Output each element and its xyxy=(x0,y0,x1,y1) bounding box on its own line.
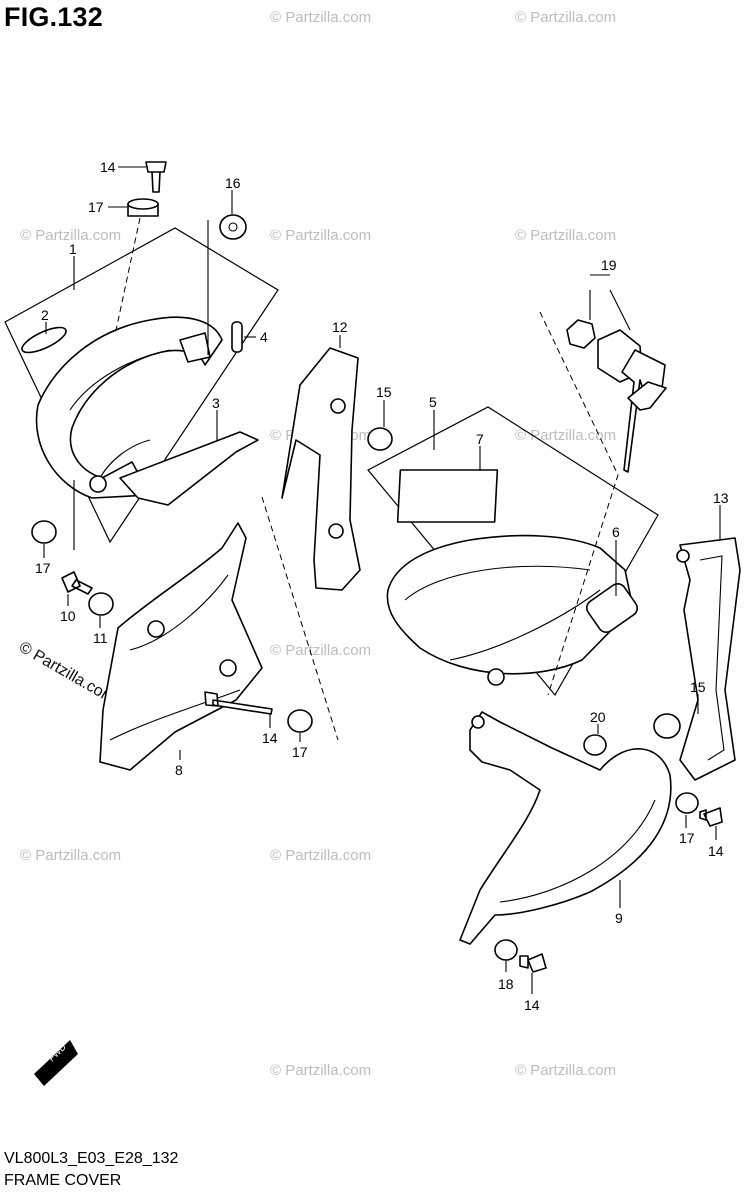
callout-3: 3 xyxy=(212,395,220,411)
watermark: © Partzilla.com xyxy=(515,9,616,26)
diagram-caption: FRAME COVER xyxy=(4,1172,122,1189)
watermark: © Partzilla.com xyxy=(20,227,121,244)
part-10-bolt xyxy=(61,571,93,595)
part-15-damper-right xyxy=(653,713,681,739)
part-8-hole xyxy=(219,659,237,677)
callout-8: 8 xyxy=(175,762,183,778)
part-3-plate xyxy=(119,431,259,506)
part-16-hole xyxy=(228,222,238,232)
callout-12: 12 xyxy=(332,319,348,335)
watermark: © Partzilla.com xyxy=(515,227,616,244)
part-12-hole xyxy=(328,523,344,539)
callout-14: 14 xyxy=(708,843,724,859)
callout-15: 15 xyxy=(376,384,392,400)
part-12-bracket xyxy=(281,347,361,591)
callout-19: 19 xyxy=(601,257,617,273)
callout-15: 15 xyxy=(690,679,706,695)
part-18-damper xyxy=(494,939,518,961)
callout-10: 10 xyxy=(60,608,76,624)
figure-title: FIG.132 xyxy=(4,2,103,32)
part-14-bolt-mid xyxy=(204,691,273,715)
callout-5: 5 xyxy=(429,394,437,410)
part-14-bolt-bottom xyxy=(519,953,547,973)
leader-triangle-right xyxy=(539,311,619,696)
part-17-damper-mid xyxy=(287,709,313,733)
part-1-tab xyxy=(179,332,211,363)
part-17-damper-top xyxy=(127,198,159,210)
callout-16: 16 xyxy=(225,175,241,191)
part-14-bolt-right xyxy=(699,807,723,827)
part-9-detail xyxy=(499,799,656,903)
part-15-damper xyxy=(367,427,393,451)
part-19-key-2 xyxy=(627,381,667,411)
callout-13: 13 xyxy=(713,490,729,506)
part-9-hole xyxy=(471,715,485,729)
part-6-emblem xyxy=(585,582,639,634)
callout-2: 2 xyxy=(41,307,49,323)
callout-17: 17 xyxy=(679,830,695,846)
part-7-label xyxy=(396,469,499,523)
callout-11: 11 xyxy=(93,630,108,646)
watermark: © Partzilla.com xyxy=(270,847,371,864)
part-17-damper-right xyxy=(675,792,699,814)
part-2-pad xyxy=(21,326,67,354)
callout-17: 17 xyxy=(88,199,104,215)
callout-9: 9 xyxy=(615,910,623,926)
callout-6: 6 xyxy=(612,524,620,540)
watermark: © Partzilla.com xyxy=(20,847,121,864)
part-13-detail xyxy=(699,555,725,761)
leader-line xyxy=(609,289,631,331)
callout-numbers: 14 17 16 1 2 4 3 17 10 11 8 14 17 12 15 … xyxy=(35,159,729,1013)
part-1-detail xyxy=(69,349,171,479)
part-17-damper-lower xyxy=(31,520,57,544)
part-20-damper xyxy=(583,734,607,756)
callout-18: 18 xyxy=(498,976,514,992)
watermark: © Partzilla.com xyxy=(515,1062,616,1079)
part-5-hole xyxy=(487,668,505,686)
diagram-code: VL800L3_E03_E28_132 xyxy=(4,1150,179,1167)
fwd-arrow: FWD xyxy=(34,1040,78,1086)
callout-14: 14 xyxy=(524,997,540,1013)
watermark: © Partzilla.com xyxy=(270,9,371,26)
part-12-hole xyxy=(330,398,346,414)
watermark: © Partzilla.com xyxy=(515,427,616,444)
watermark: © Partzilla.com xyxy=(270,642,371,659)
callout-14: 14 xyxy=(262,730,278,746)
callout-4: 4 xyxy=(260,329,268,345)
part-19-nut xyxy=(566,319,596,349)
part-5-tank-cover xyxy=(386,534,634,675)
callout-17: 17 xyxy=(292,744,308,760)
part-13-bracket xyxy=(679,537,741,781)
callout-17: 17 xyxy=(35,560,51,576)
callout-14: 14 xyxy=(100,159,116,175)
part-1-grommet-hole xyxy=(89,475,107,493)
leader-triangle-left xyxy=(261,496,339,741)
part-8-detail xyxy=(109,574,241,741)
part-8-hole xyxy=(147,620,165,638)
part-11-damper xyxy=(88,592,114,616)
part-8-cover xyxy=(99,522,263,771)
watermark: © Partzilla.com xyxy=(270,1062,371,1079)
part-16-damper xyxy=(219,214,247,240)
callout-20: 20 xyxy=(590,709,606,725)
part-19-key xyxy=(621,349,666,473)
watermark-main: © Partzilla.com xyxy=(16,639,118,708)
callout-1: 1 xyxy=(69,241,77,257)
leader-lines xyxy=(43,166,721,994)
part-9-cover xyxy=(459,711,672,945)
part-4-collar xyxy=(231,321,243,353)
watermark: © Partzilla.com xyxy=(270,227,371,244)
part-5-detail xyxy=(404,565,601,661)
part-13-hole xyxy=(676,549,690,563)
part-14-bolt xyxy=(145,161,167,193)
callout-7: 7 xyxy=(476,431,484,447)
